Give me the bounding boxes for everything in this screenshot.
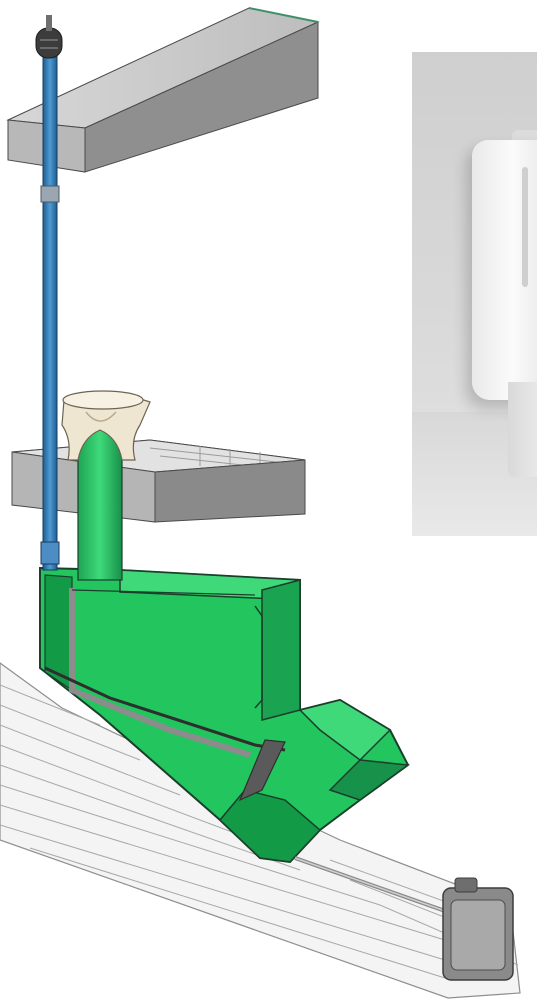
roof-slab	[6, 7, 320, 173]
photo-unit-base	[508, 382, 537, 477]
vent-pipe	[40, 54, 60, 571]
composting-chamber	[39, 566, 411, 864]
vent-cap	[35, 15, 63, 59]
collection-tank	[442, 877, 514, 981]
photo-unit-vent	[522, 167, 528, 287]
drain-line	[294, 856, 449, 914]
product-photo	[412, 52, 537, 536]
toilet-seat-pedestal	[61, 390, 151, 461]
